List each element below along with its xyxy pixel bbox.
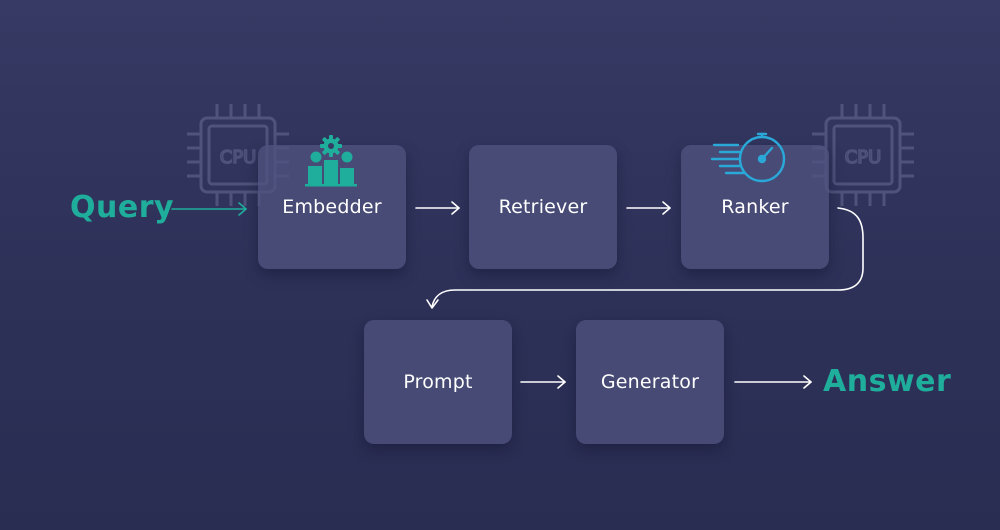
output-label-answer: Answer — [823, 364, 952, 399]
arrow-query-embedder — [171, 202, 247, 216]
node-embedder-label: Embedder — [282, 196, 382, 218]
arrow-ranker-prompt — [426, 207, 864, 309]
cpu-chip-label-right: CPU — [845, 147, 882, 168]
node-generator: Generator — [576, 320, 724, 444]
arrow-prompt-generator — [520, 375, 566, 389]
podium-gear-icon — [305, 135, 357, 187]
speed-gauge-icon — [710, 132, 786, 183]
node-retriever: Retriever — [469, 145, 617, 269]
node-prompt: Prompt — [364, 320, 512, 444]
node-generator-label: Generator — [600, 371, 700, 393]
input-label-query: Query — [70, 190, 175, 225]
node-ranker-label: Ranker — [721, 196, 789, 218]
arrow-embedder-retriever — [415, 201, 460, 215]
cpu-chip-icon-right: CPU — [812, 104, 914, 206]
arrow-generator-answer — [734, 375, 812, 389]
cpu-chip-label-left: CPU — [220, 147, 257, 168]
arrow-retriever-ranker — [626, 201, 671, 215]
node-prompt-label: Prompt — [403, 371, 473, 393]
node-ranker: Ranker — [681, 145, 829, 269]
node-retriever-label: Retriever — [498, 196, 588, 218]
